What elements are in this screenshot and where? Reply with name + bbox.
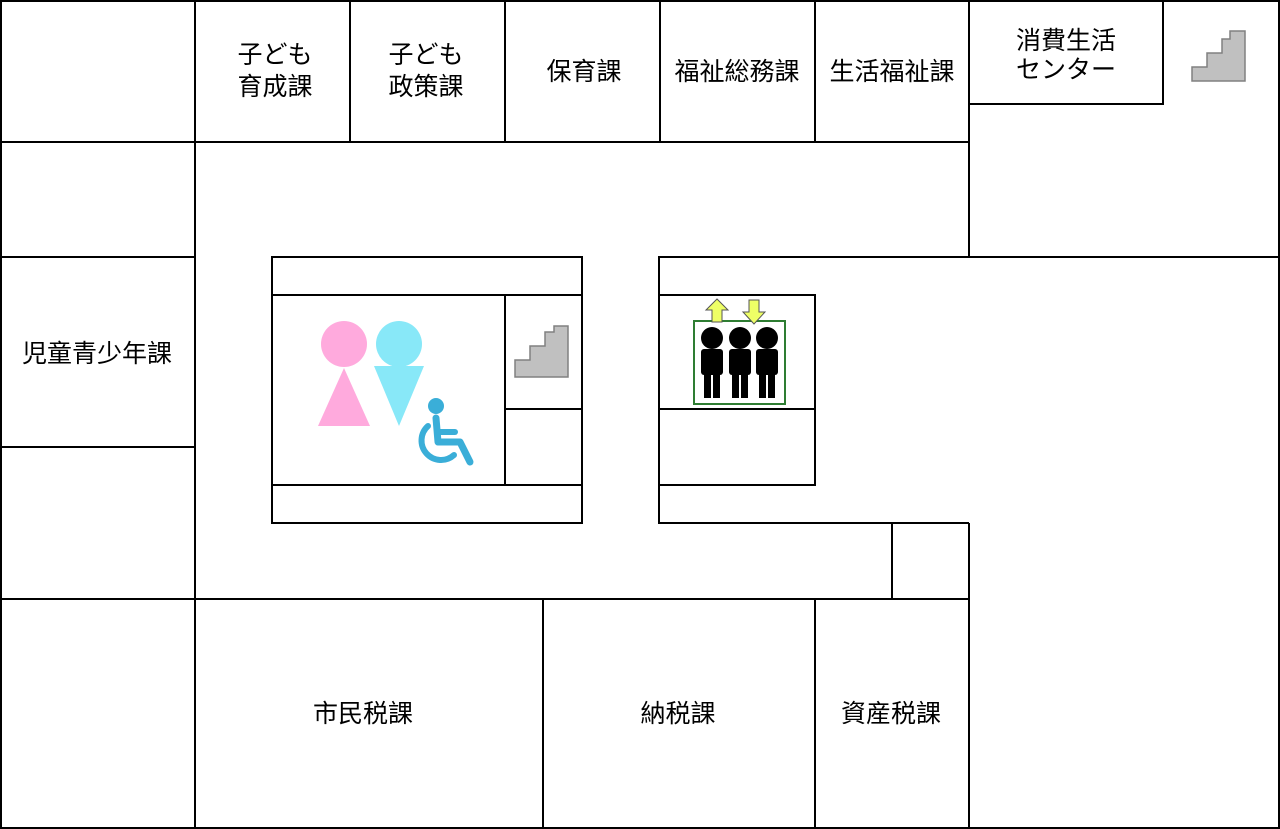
female-toilet-icon (318, 321, 370, 426)
room-left-bottom (0, 598, 196, 829)
wheelchair-icon (418, 398, 474, 466)
room-fukushi-somu[interactable] (659, 0, 816, 143)
room-left-2 (0, 141, 196, 258)
label-jido-seishonen: 児童青少年課 (22, 339, 172, 368)
core-left-strip-bottom (271, 484, 583, 524)
label-shohi-seikatsu-1: 消費生活 (1016, 26, 1116, 55)
room-nozei[interactable] (542, 598, 816, 829)
room-kodomo-seisaku[interactable] (349, 0, 506, 143)
room-shohi-seikatsu[interactable] (968, 0, 1164, 105)
room-jido-seishonen[interactable] (0, 256, 196, 448)
label-hoiku: 保育課 (546, 57, 621, 86)
room-shisanzei[interactable] (814, 598, 970, 829)
room-seikatsu-fukushi[interactable] (814, 0, 970, 143)
label-fukushi-somu: 福祉総務課 (674, 57, 799, 86)
room-left-top (0, 0, 196, 143)
stairs-icon (1191, 30, 1246, 82)
core-right-small (658, 408, 816, 486)
room-kodomo-ikusei[interactable] (194, 0, 351, 143)
elevator-icon (693, 298, 786, 405)
label-shiminzei: 市民税課 (313, 699, 413, 728)
label-kodomo-seisaku-1: 子ども (388, 40, 463, 69)
label-shohi-seikatsu-2: センター (1016, 55, 1116, 84)
label-kodomo-seisaku-2: 政策課 (388, 72, 463, 101)
core-left-small (504, 408, 583, 486)
label-seikatsu-fukushi: 生活福祉課 (829, 57, 954, 86)
label-nozei: 納税課 (640, 699, 715, 728)
room-shiminzei[interactable] (194, 598, 544, 829)
core-left-strip-top (271, 256, 583, 296)
room-left-4 (0, 446, 196, 600)
label-kodomo-ikusei-2: 育成課 (237, 72, 312, 101)
label-shisanzei: 資産税課 (841, 699, 941, 728)
room-hoiku[interactable] (504, 0, 661, 143)
stairs-icon (514, 325, 569, 378)
label-kodomo-ikusei-1: 子ども (237, 40, 312, 69)
male-toilet-icon (374, 321, 424, 426)
